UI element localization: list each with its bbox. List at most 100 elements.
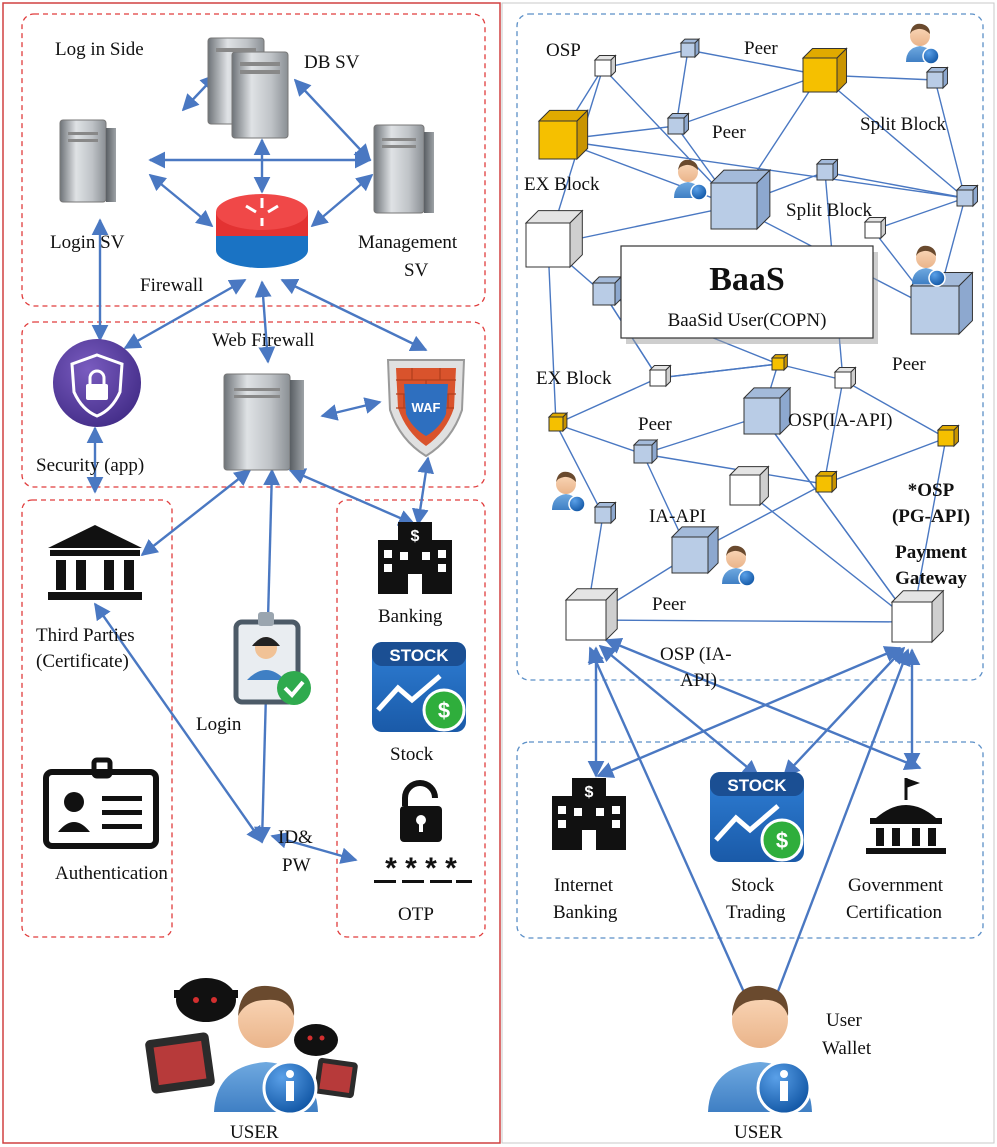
- peer-low-label: Peer: [652, 594, 686, 615]
- osp-block-node: [648, 364, 672, 388]
- peer-block-node: [666, 112, 690, 136]
- ia-api-label: IA-API: [649, 506, 706, 527]
- stock-trading-label-line2: Trading: [726, 902, 786, 923]
- firewall-label: Firewall: [140, 275, 203, 296]
- login-side-zone: [21, 13, 486, 307]
- left-arrows: [86, 73, 435, 864]
- government-building-icon: [866, 778, 946, 854]
- svg-text:$: $: [776, 828, 788, 853]
- osp-block-node: [833, 366, 857, 390]
- banking-building-icon: $: [378, 522, 452, 594]
- id-pw-label-line2: PW: [282, 855, 311, 876]
- user-wallet-person-icon: [708, 985, 812, 1116]
- osp-pg-api-line2: (PG-API): [892, 506, 970, 527]
- web-firewall-zone: [21, 321, 486, 488]
- split-block-label-1: Split Block: [860, 114, 947, 135]
- peer-block-node: [709, 168, 772, 231]
- login-badge-icon: [233, 612, 311, 705]
- right-panel-border: [501, 2, 995, 1144]
- web-firewall-server-icon: [223, 373, 304, 471]
- baas-subtitle: BaaSid User(COPN): [668, 310, 827, 331]
- internet-banking-label-line1: Internet: [554, 875, 614, 896]
- authentication-id-card-icon: [43, 757, 159, 849]
- network-user-icons: [552, 23, 946, 587]
- ex-block-node: [814, 470, 838, 494]
- banking-label: Banking: [378, 606, 443, 627]
- peer-block-node: [593, 501, 617, 525]
- user-wallet-label-line2: Wallet: [822, 1038, 872, 1059]
- stock-label: Stock: [390, 744, 434, 765]
- waf-shield-icon: WAF: [386, 359, 466, 458]
- osp-block-node: [564, 587, 619, 642]
- peer-block-node: [591, 275, 623, 307]
- web-firewall-label: Web Firewall: [212, 330, 314, 351]
- peer-top-label: Peer: [744, 38, 778, 59]
- gov-cert-label-line1: Government: [848, 875, 944, 896]
- user-with-hackers-icon: [145, 978, 358, 1116]
- osp-ia-bottom-line1: OSP (IA-: [660, 644, 732, 665]
- osp-block-node: [890, 589, 945, 644]
- user-wallet-label-line1: User: [826, 1010, 863, 1031]
- login-side-label: Log in Side: [55, 39, 144, 60]
- osp-pg-api-line3: Payment: [895, 542, 967, 563]
- peer-block-node: [815, 158, 839, 182]
- baas-center-box: BaaS BaaSid User(COPN): [620, 245, 878, 344]
- management-sv-label-line1: Management: [358, 232, 458, 253]
- svg-text:$: $: [411, 528, 420, 545]
- db-server-icon: [207, 37, 289, 139]
- security-app-label: Security (app): [36, 455, 144, 476]
- osp-pg-api-line4: Gateway: [895, 568, 967, 589]
- peer-block-node: [679, 37, 701, 59]
- otp-stars-text: * * * *: [385, 852, 457, 885]
- authentication-label: Authentication: [55, 863, 168, 884]
- osp-block-node: [593, 54, 617, 78]
- ex-block-node: [537, 109, 589, 161]
- stock-icon: STOCK $: [372, 642, 466, 732]
- stock-trading-badge-text: STOCK: [727, 776, 787, 795]
- left-user-label: USER: [230, 1122, 279, 1143]
- login-sv-label: Login SV: [50, 232, 125, 253]
- internet-banking-label-line2: Banking: [553, 902, 618, 923]
- peer-block-node: [742, 386, 792, 436]
- peer-mid-label: Peer: [638, 414, 672, 435]
- peer-block-node: [955, 184, 979, 208]
- user-info-icon: [674, 159, 708, 201]
- peer-block-node: [925, 66, 949, 90]
- ex-block-node: [770, 353, 789, 372]
- login-server-icon: [59, 119, 116, 203]
- svg-text:$: $: [438, 698, 450, 723]
- firewall-router-icon: [216, 194, 308, 268]
- baas-title: BaaS: [709, 261, 785, 298]
- ex-block-node: [936, 424, 960, 448]
- user-info-icon: [552, 471, 586, 513]
- db-sv-label: DB SV: [304, 52, 360, 73]
- management-server-icon: [373, 124, 434, 214]
- peer-block-node: [632, 438, 659, 465]
- management-sv-label-line2: SV: [404, 260, 429, 281]
- login-label: Login: [196, 714, 242, 735]
- osp-block-node: [863, 216, 887, 240]
- right-user-label: USER: [734, 1122, 783, 1143]
- internet-banking-building-icon: $: [552, 778, 626, 850]
- gov-cert-label-line2: Certification: [846, 902, 943, 923]
- split-block-label-2: Split Block: [786, 200, 873, 221]
- user-info-icon: [722, 545, 756, 587]
- ex-block-label-2: EX Block: [536, 368, 612, 389]
- peer-label: Peer: [712, 122, 746, 143]
- third-parties-bank-icon: [48, 525, 142, 600]
- osp-label: OSP: [546, 40, 581, 61]
- osp-pg-api-line1: *OSP: [908, 480, 955, 501]
- ex-block-node: [547, 411, 569, 433]
- left-panel-border: [2, 2, 501, 1144]
- ex-block-node: [801, 47, 848, 94]
- id-pw-label-line1: ID&: [278, 827, 313, 848]
- third-parties-label-line1: Third Parties: [36, 625, 135, 646]
- security-app-shield-icon: [53, 339, 141, 427]
- osp-block-node: [728, 465, 770, 507]
- stock-badge-text: STOCK: [389, 646, 449, 665]
- waf-badge-text: WAF: [412, 400, 441, 415]
- right-arrows: [587, 637, 922, 1030]
- osp-ia-bottom-line2: API): [680, 670, 717, 691]
- otp-lock-icon: * * * *: [374, 780, 472, 885]
